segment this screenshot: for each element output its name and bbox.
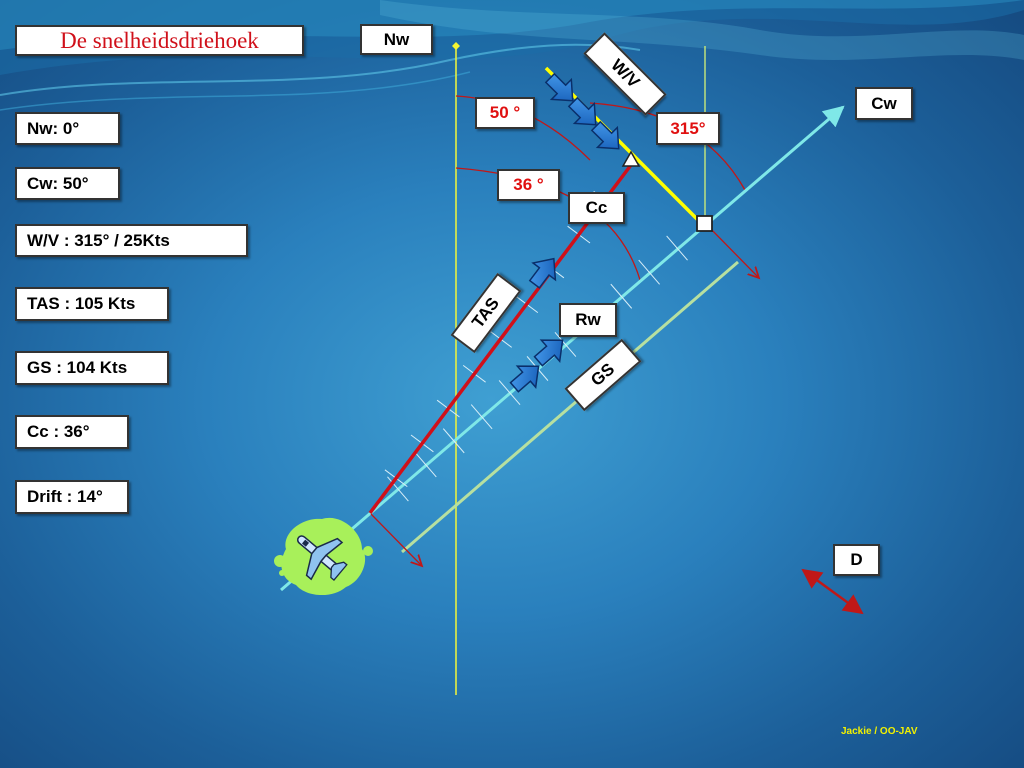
slide-title: De snelheidsdriehoek: [15, 25, 304, 56]
label-angle-315: 315°: [656, 112, 720, 145]
tick-mark: [442, 428, 465, 454]
info-nw: Nw: 0°: [15, 112, 120, 145]
info-wv: W/V : 315° / 25Kts: [15, 224, 248, 257]
tick-mark: [387, 476, 409, 502]
label-nw: Nw: [360, 24, 433, 55]
info-tas: TAS : 105 Kts: [15, 287, 169, 321]
airplane-icon: [274, 517, 373, 596]
wind-vector-tip-icon: [621, 150, 641, 167]
tick-mark: [470, 404, 493, 430]
label-angle-36: 36 °: [497, 169, 560, 201]
drift-arrow-lower: [370, 513, 422, 566]
tick-mark: [498, 380, 521, 406]
footer-credit: Jackie / OO-JAV: [841, 726, 918, 737]
tick-mark: [638, 259, 660, 285]
label-angle-50: 50 °: [475, 97, 535, 129]
gs-arrow-icon: [504, 328, 573, 399]
info-cc: Cc : 36°: [15, 415, 129, 449]
label-cw: Cw: [855, 87, 913, 120]
label-d: D: [833, 544, 880, 576]
gs-line: [401, 260, 739, 554]
north-marker-icon: [452, 42, 460, 50]
tick-mark: [415, 452, 437, 478]
tick-mark: [666, 235, 688, 261]
tas-arrow-icon: [522, 249, 566, 294]
info-drift: Drift : 14°: [15, 480, 129, 514]
tick-mark: [610, 283, 633, 309]
label-rw: Rw: [559, 303, 617, 337]
info-cw: Cw: 50°: [15, 167, 120, 200]
drift-arrow-upper: [705, 223, 759, 278]
drift-double-arrow: [801, 568, 864, 615]
wave-decoration: [0, 0, 1024, 111]
label-cc: Cc: [568, 192, 625, 224]
info-gs: GS : 104 Kts: [15, 351, 169, 385]
tick-mark: [554, 331, 577, 357]
wind-point-marker: [696, 215, 713, 232]
